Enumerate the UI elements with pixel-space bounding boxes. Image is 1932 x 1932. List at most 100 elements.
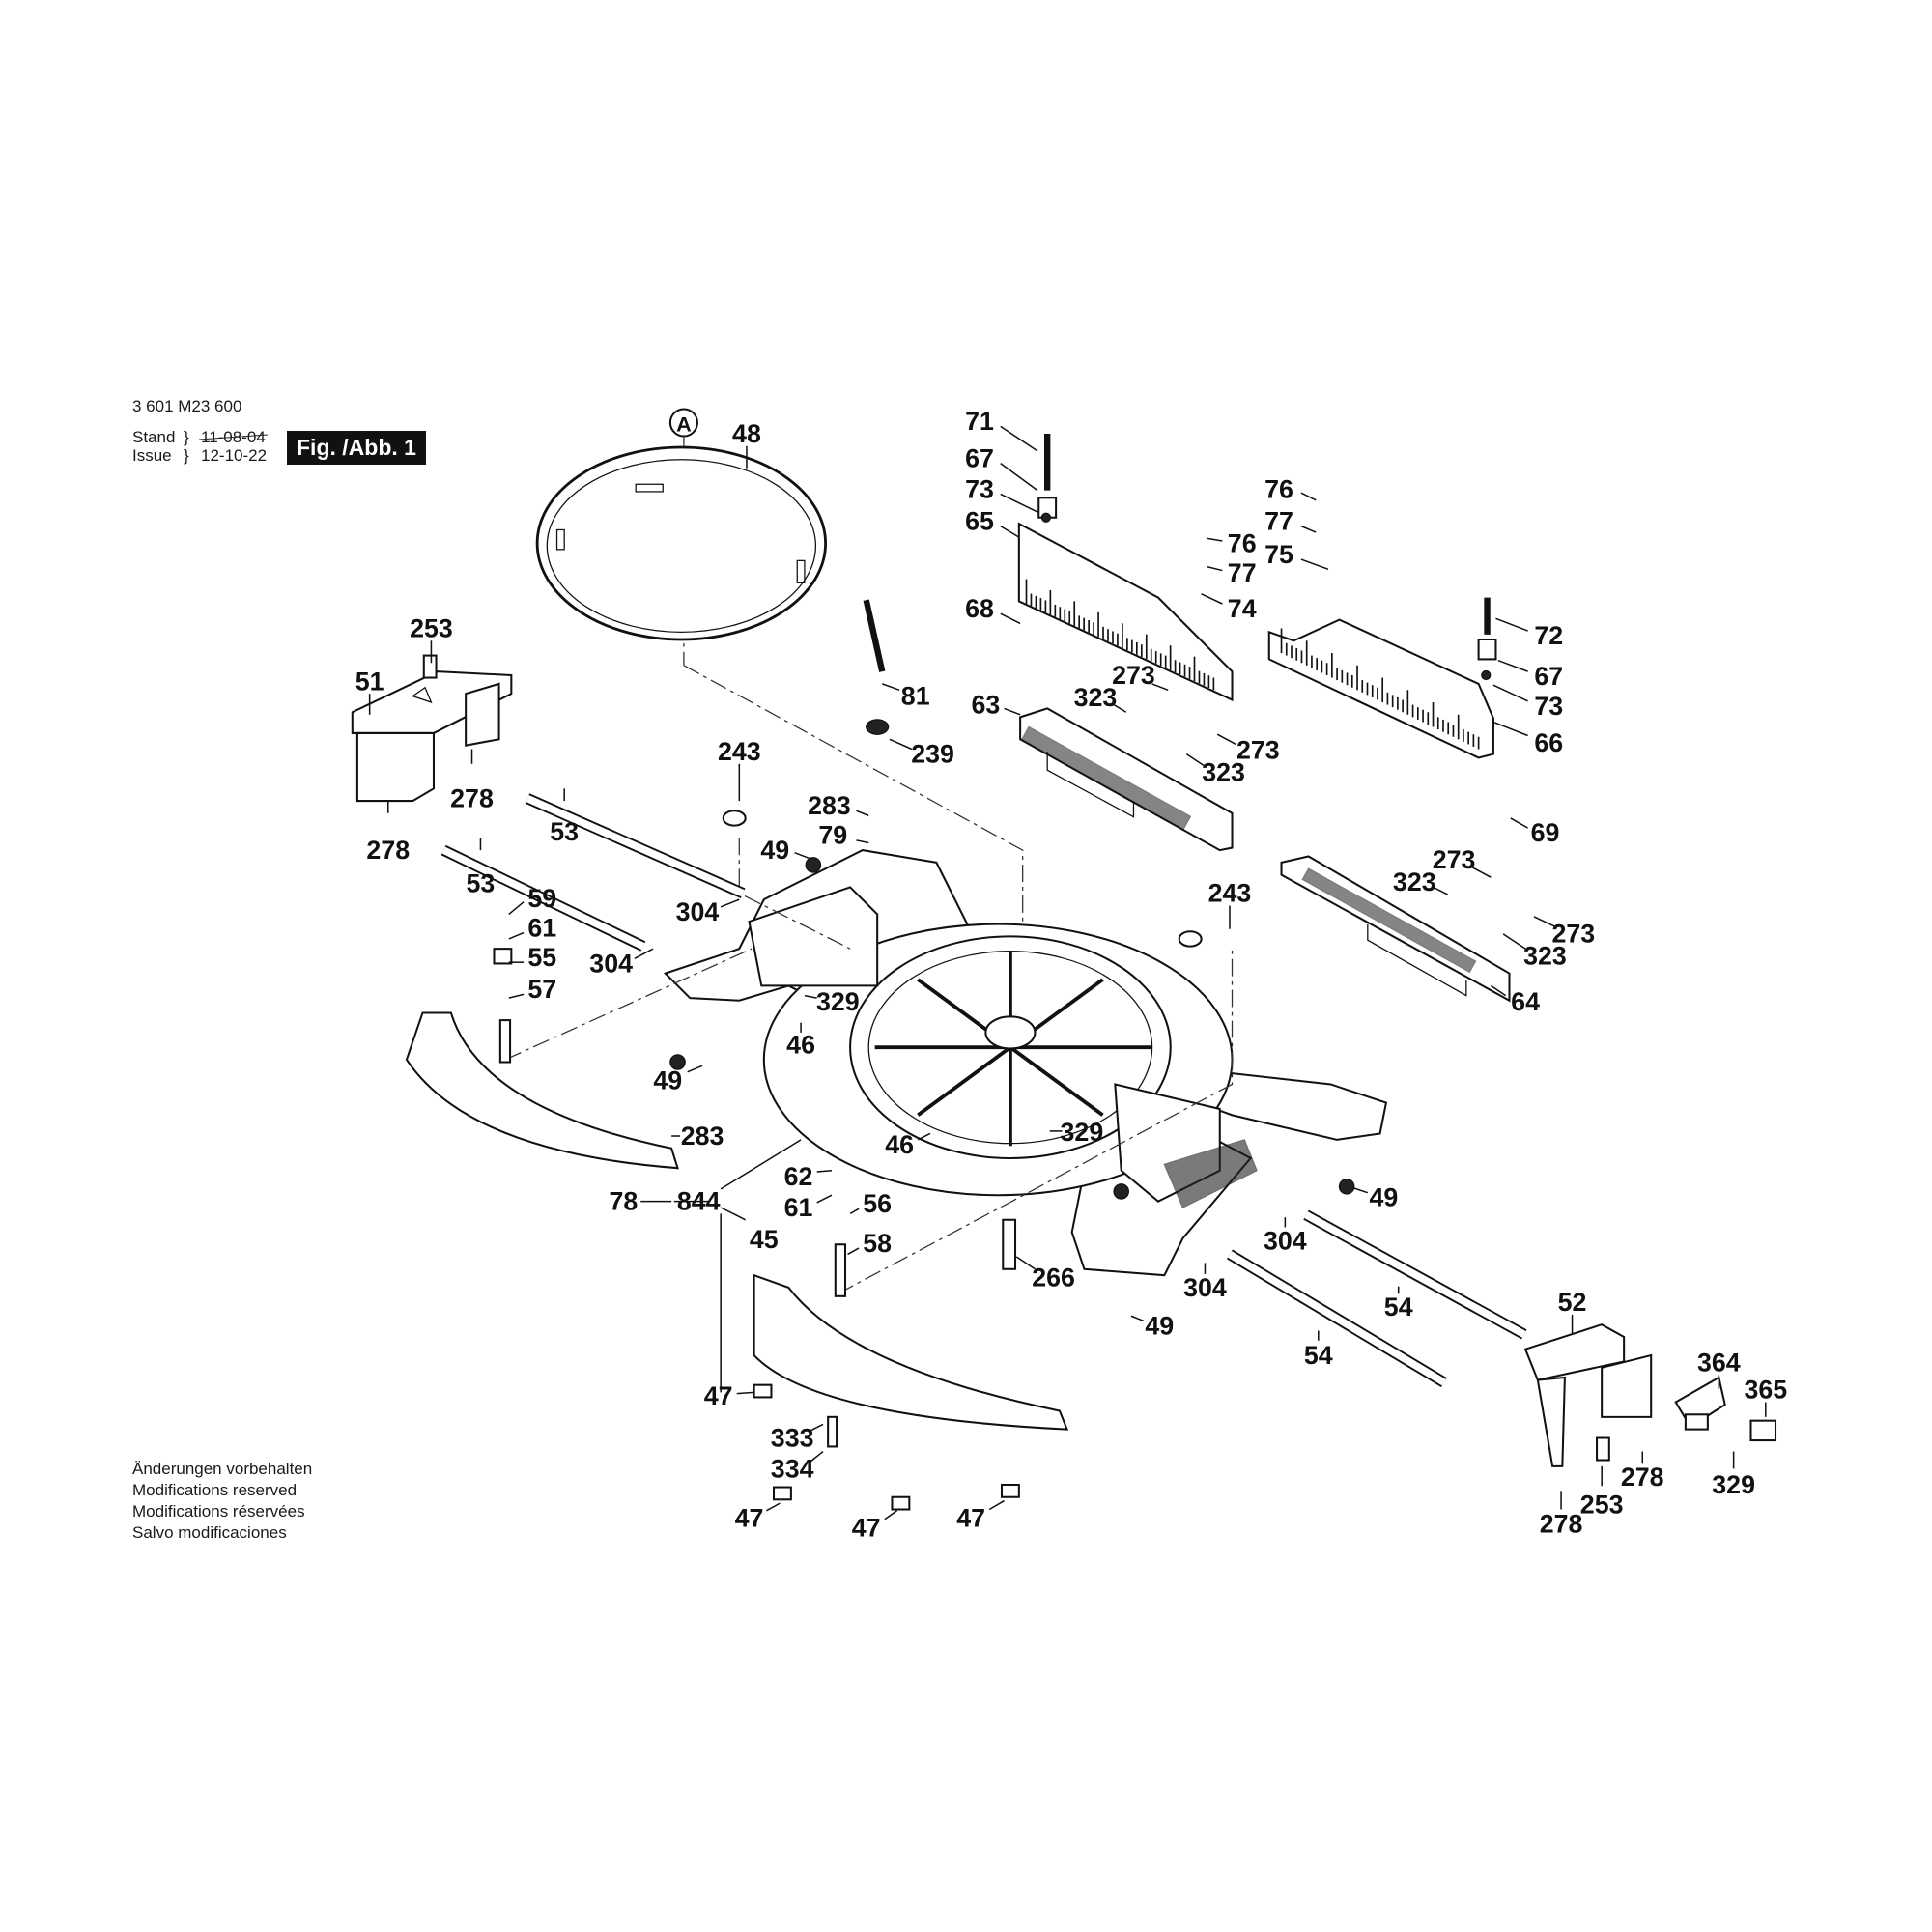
callout-76: 76 (1228, 528, 1257, 557)
leader-334 (810, 1450, 824, 1463)
callout-273: 273 (1236, 736, 1280, 765)
callout-278: 278 (1621, 1463, 1664, 1492)
note-de: Änderungen vorbehalten (132, 1460, 313, 1478)
leader-49 (687, 1065, 703, 1073)
note-en: Modifications reserved (132, 1481, 298, 1499)
callout-253: 253 (1580, 1490, 1624, 1519)
callout-47: 47 (735, 1503, 764, 1532)
callout-72: 72 (1534, 621, 1563, 650)
leader-79 (856, 839, 869, 844)
callout-273: 273 (1112, 661, 1155, 690)
leader-lines (368, 425, 1767, 1520)
leader-266 (1015, 1256, 1036, 1270)
leader-76 (1300, 492, 1317, 501)
callout-78: 78 (610, 1187, 639, 1216)
callout-63: 63 (972, 691, 1001, 720)
callout-66: 66 (1534, 728, 1563, 757)
callout-49: 49 (653, 1066, 682, 1095)
leader-59 (508, 901, 525, 916)
leader-67 (1497, 659, 1528, 672)
leader-47 (884, 1510, 898, 1520)
callout-323: 323 (1202, 758, 1245, 787)
callout-77: 77 (1264, 506, 1293, 535)
callout-48: 48 (732, 419, 761, 448)
leader-47 (988, 1499, 1005, 1511)
callout-46: 46 (786, 1031, 815, 1060)
callout-73: 73 (965, 474, 994, 503)
leader-72 (1495, 617, 1528, 632)
callout-65: 65 (965, 506, 994, 535)
leader-304 (634, 948, 654, 960)
callout-278: 278 (1540, 1510, 1583, 1539)
leader-273 (1533, 916, 1556, 927)
callout-55: 55 (527, 943, 556, 972)
callout-47: 47 (704, 1381, 733, 1410)
callout-283: 283 (808, 791, 851, 820)
leader-273 (1471, 867, 1492, 878)
leader-58 (847, 1247, 860, 1256)
callout-61: 61 (527, 913, 556, 942)
callout-239: 239 (911, 740, 954, 769)
leader-49 (1352, 1186, 1369, 1194)
fence-rail-64 (1280, 855, 1511, 1003)
leader-74 (1201, 593, 1223, 605)
leader-66 (1492, 721, 1528, 737)
callout-333: 333 (771, 1423, 814, 1452)
leader-323 (1502, 933, 1526, 950)
leader-73 (1000, 493, 1039, 514)
callout-67: 67 (1534, 662, 1563, 691)
callout-54: 54 (1304, 1341, 1333, 1370)
callout-76: 76 (1264, 474, 1293, 503)
leader-323 (1113, 703, 1127, 713)
fence-part-65 (1017, 522, 1234, 702)
callout-47: 47 (852, 1514, 881, 1543)
callout-329: 329 (1712, 1470, 1755, 1499)
callout-329: 329 (1061, 1118, 1104, 1147)
reference-marker-label: A (676, 412, 692, 436)
brace-top: } (184, 428, 189, 446)
callout-304: 304 (589, 949, 633, 978)
callout-49: 49 (1145, 1311, 1174, 1340)
guide-line (504, 948, 753, 1061)
leader-71 (1000, 425, 1038, 452)
leader-63 (1004, 707, 1021, 716)
figure-badge: Fig. /Abb. 1 (287, 431, 426, 465)
leader-323 (1433, 886, 1449, 895)
leader-62 (816, 1169, 833, 1173)
callout-61: 61 (784, 1193, 813, 1222)
document-number: 3 601 M23 600 (132, 397, 242, 415)
leader-57 (508, 993, 525, 999)
leader-323 (1185, 753, 1206, 768)
callout-365: 365 (1744, 1376, 1787, 1405)
callout-77: 77 (1228, 558, 1257, 587)
saw-base (663, 849, 1388, 1277)
leader-46 (917, 1132, 931, 1141)
callout-329: 329 (816, 987, 860, 1016)
callout-54: 54 (1384, 1293, 1413, 1321)
callout-67: 67 (965, 443, 994, 472)
callout-844: 844 (677, 1187, 721, 1216)
callout-62: 62 (784, 1162, 813, 1191)
leader-49 (794, 851, 811, 860)
callout-75: 75 (1264, 540, 1293, 569)
guide-line (838, 949, 1234, 1294)
callout-58: 58 (863, 1229, 892, 1258)
callout-49: 49 (760, 836, 789, 865)
issue-label: Issue (132, 446, 172, 465)
leader-283 (856, 810, 869, 817)
leader-329 (804, 994, 817, 999)
callout-59: 59 (527, 884, 556, 913)
leader-64 (1490, 984, 1507, 997)
leader-304 (720, 898, 740, 908)
leader-61 (508, 931, 525, 940)
callout-278: 278 (450, 783, 494, 812)
leader-77 (1300, 525, 1317, 533)
leader-56 (849, 1208, 860, 1215)
callout-46: 46 (885, 1130, 914, 1159)
leader-69 (1510, 817, 1529, 829)
callout-45: 45 (750, 1225, 779, 1254)
leader-61 (816, 1194, 833, 1204)
callout-57: 57 (527, 975, 556, 1004)
